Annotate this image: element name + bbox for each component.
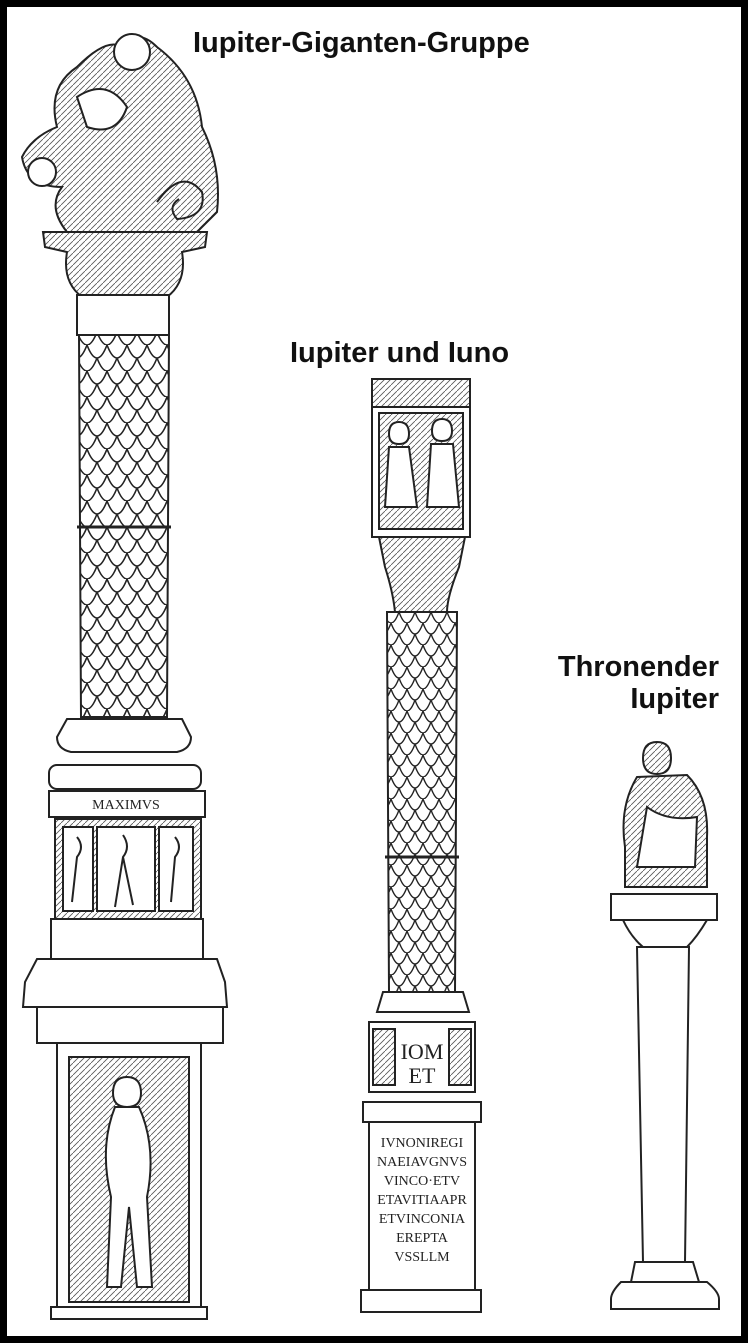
title-jupiter-and-juno: Iupiter und Iuno [290,337,510,369]
column-left [20,33,229,1320]
inscription-line: NAEIAVGNVS [377,1155,467,1170]
inscription-iom: IOM [401,1039,444,1064]
corinthian-capital-left [41,231,209,298]
statue-platform [610,893,718,921]
capital-middle [377,536,467,613]
inscription-line: EREPTA [396,1231,449,1246]
inscription-line: ETAVITIAAPR [377,1193,467,1208]
image-frame: Iupiter-Giganten-Gruppe Iupiter und Iuno… [7,7,741,1336]
title-line-1: Thronender [557,651,719,683]
inscription-lines: IVNONIREGI NAEIAVGNVS VINCO·ETV ETAVITIA… [377,1136,467,1265]
inscription-line: IVNONIREGI [381,1136,464,1151]
inscription-line: VINCO·ETV [384,1174,460,1189]
title-jupiter-giants-group: Iupiter-Giganten-Gruppe [193,27,530,59]
plain-shaft-right [635,946,691,1263]
column-middle [360,378,482,1313]
columns-drawing: MAXIMVS IOM ET IVNONIREGI NAEIAVGNVS VIN… [20,33,720,1320]
inscription-et: ET [409,1063,436,1088]
enthroned-jupiter-statue [622,740,709,888]
scaled-shaft-middle [385,611,459,993]
title-enthroned-jupiter: Thronender Iupiter [469,651,719,715]
inscription-maximus: MAXIMVS [92,798,160,813]
title-line-2: Iupiter [630,683,719,715]
column-right [610,740,720,1310]
inscription-line: VSSLLM [394,1250,450,1265]
inscription-line: ETVINCONIA [379,1212,466,1227]
giant-sculpture-group [20,33,219,233]
